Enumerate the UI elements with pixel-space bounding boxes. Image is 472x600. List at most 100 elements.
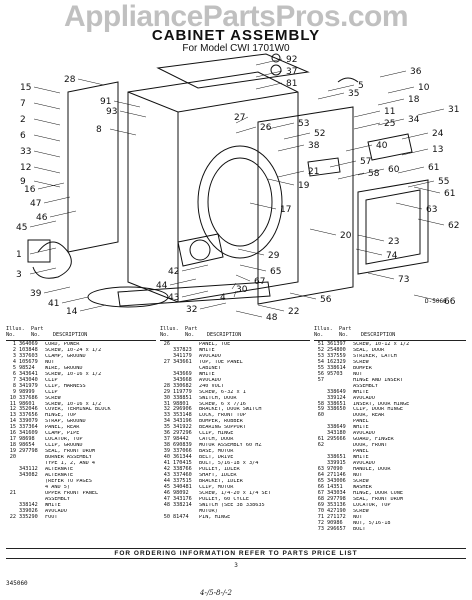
- part-description: WHITE: [353, 455, 369, 461]
- part-callout-label: 17: [280, 205, 291, 215]
- part-description: BRACKET, DOOR SWITCH: [199, 407, 262, 413]
- callout-leader-line: [283, 132, 311, 140]
- part-callout-label: 41: [48, 299, 59, 309]
- part-description: PULLEY, 60 CYCLE: [199, 496, 249, 502]
- illus-number: 26: [163, 341, 170, 347]
- part-number: 427190: [327, 507, 346, 514]
- part-number: 343661: [173, 358, 192, 365]
- callout-leader-line: [401, 148, 429, 156]
- illus-number: 1: [12, 341, 16, 347]
- callout-leader-line: [43, 286, 71, 294]
- illus-number: 3: [12, 352, 16, 359]
- illus-number: 66: [317, 483, 324, 490]
- part-callout-label: 45: [16, 223, 27, 233]
- callout-leader-line: [337, 172, 365, 180]
- part-description: NUT: [353, 472, 363, 478]
- illus-number: 43: [163, 471, 170, 478]
- part-number: 339915: [327, 460, 346, 467]
- part-description: INSERT, DOOR HINGE: [353, 401, 410, 407]
- column-header: Illus. Part No. No. DESCRIPTION: [6, 326, 156, 341]
- part-description: ALTERNATE: [45, 467, 74, 473]
- illus-number: 38: [163, 442, 170, 449]
- illus-number: 10: [9, 394, 16, 401]
- part-callout-label: 33: [20, 147, 31, 157]
- part-description: DOOR, FRONT: [353, 443, 388, 449]
- part-description: SCREW, 10-16 x 1/2: [45, 371, 102, 377]
- part-description: SEAL, DOOR: [353, 347, 385, 353]
- part-number: 297296: [173, 430, 192, 437]
- table-row: ASSEMBLY: [314, 384, 466, 390]
- illus-number: 19: [9, 448, 16, 455]
- part-callout-label: 48: [266, 313, 278, 323]
- part-callout-label: 14: [66, 307, 78, 317]
- illus-number: 11: [9, 400, 16, 407]
- part-callout-label: 24: [432, 129, 444, 139]
- illus-number: 58: [317, 400, 324, 407]
- part-callout-label: 16: [24, 185, 36, 195]
- part-number: 343112: [19, 466, 38, 473]
- part-description: SWITCH (SEE 38 338635: [199, 502, 265, 508]
- part-number: 338651: [327, 400, 346, 407]
- part-callout-label: 66: [444, 297, 456, 307]
- part-callout-label: 43: [168, 293, 179, 303]
- part-description: WASHER: [353, 484, 372, 490]
- part-description: NUT: [45, 359, 55, 365]
- part-number: 254800: [327, 346, 346, 353]
- part-callout-label: 1: [16, 250, 22, 260]
- part-number: 341979: [19, 382, 38, 389]
- part-number: 338766: [173, 466, 192, 473]
- part-description: SHAFT, IDLER: [199, 472, 237, 478]
- part-description: BUMPER, RUBBER: [199, 419, 243, 425]
- illus-number: 9: [12, 388, 16, 395]
- part-description: BUMPER: [353, 365, 372, 371]
- part-description: NUT, 5/16-18: [353, 520, 391, 526]
- part-description: 4 AND 5): [45, 484, 70, 490]
- callout-leader-line: [255, 58, 283, 66]
- table-row: MOTOR): [160, 509, 310, 515]
- part-description: AVOCADO: [45, 508, 67, 514]
- part-number: 338851: [173, 394, 192, 401]
- part-callout-label: 58: [368, 169, 380, 179]
- callout-leader-line: [29, 267, 57, 275]
- callout-leader-line: [199, 302, 227, 310]
- illus-number: 70: [317, 507, 324, 514]
- part-description: CLIP: [45, 377, 58, 383]
- callout-leader-line: [29, 220, 57, 228]
- illus-number: 31: [163, 400, 170, 407]
- part-callout-label: 28: [64, 75, 76, 85]
- part-description: AVOCADO: [353, 395, 375, 401]
- part-description: PANEL, REAR: [45, 425, 80, 431]
- illus-number: 5: [12, 364, 16, 371]
- part-callout-label: 74: [386, 251, 398, 261]
- callout-leader-line: [231, 282, 237, 290]
- part-description: SCREW: [353, 478, 369, 484]
- part-description: HINGE, DOOR CONE: [353, 490, 403, 496]
- callout-leader-line: [367, 272, 395, 280]
- top-panel: [156, 53, 310, 89]
- part-description: CLIP, DOOR HINGE: [353, 407, 403, 413]
- illus-number: 33: [163, 412, 170, 419]
- part-number: 170415: [173, 460, 192, 467]
- illus-number: 71: [317, 513, 324, 520]
- callout-leader-line: [237, 248, 265, 256]
- part-description: SCREW, 6 x 7/16: [199, 401, 246, 407]
- illus-number: 15: [9, 424, 16, 431]
- part-callout-label: 32: [186, 305, 197, 315]
- part-number: 337515: [173, 477, 192, 484]
